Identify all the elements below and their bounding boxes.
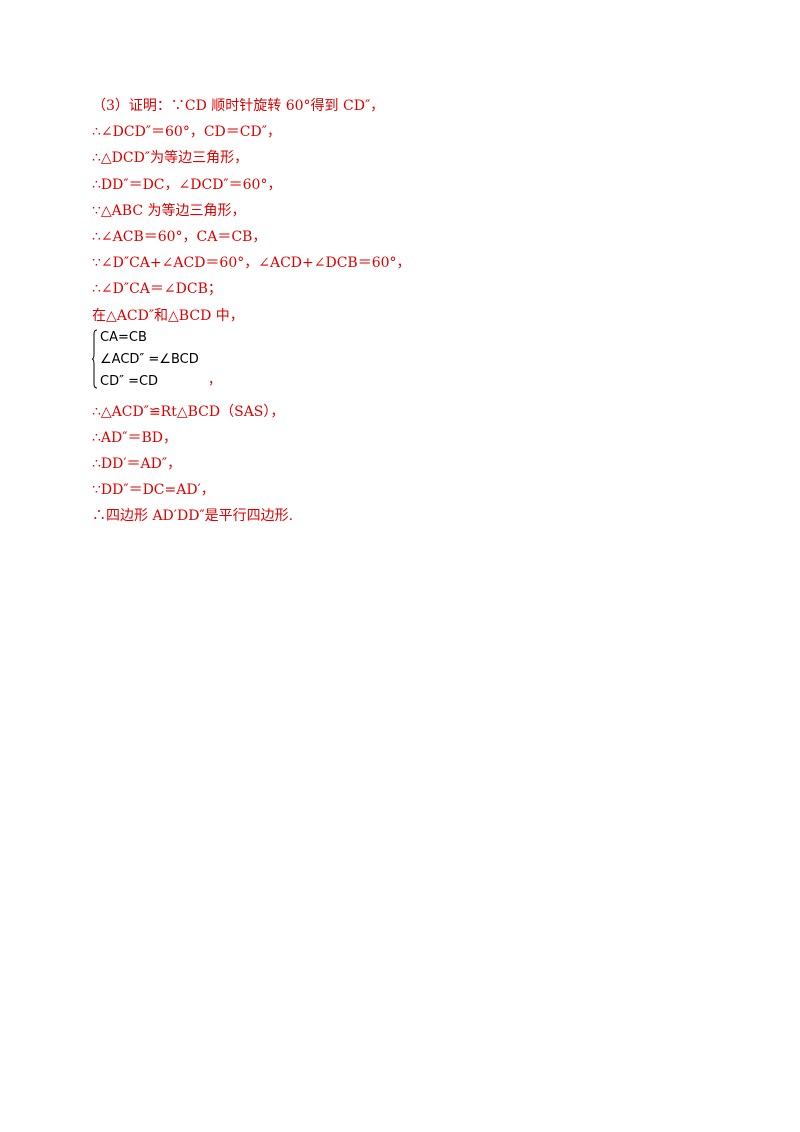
proof-line: 在△ACD″和△BCD 中， xyxy=(92,307,244,324)
proof-line: （3）证明：∵CD 顺时针旋转 60°得到 CD″， xyxy=(92,98,385,114)
proof-line: ∴DD″＝DC，∠DCD″＝60°， xyxy=(92,176,282,193)
system-line: ∠ACD″ =∠BCD xyxy=(100,351,199,367)
proof-line: ∵DD″＝DC=AD′， xyxy=(92,482,215,499)
proof-line: ∴△ACD″≌Rt△BCD（SAS）， xyxy=(92,403,285,420)
proof-line: ∴∠DCD″＝60°，CD＝CD″， xyxy=(92,124,281,141)
proof-line: ∵∠D″CA+∠ACD＝60°，∠ACD+∠DCB＝60°， xyxy=(92,255,411,272)
equation-system: CA=CB ∠ACD″ =∠BCD CD″ =CD ， xyxy=(92,327,411,395)
system-lines: CA=CB ∠ACD″ =∠BCD CD″ =CD xyxy=(100,327,199,393)
proof-line: ∴四边形 AD′DD″是平行四边形. xyxy=(92,508,294,525)
proof-line: ∴∠ACB＝60°，CA＝CB， xyxy=(92,228,267,245)
proof-line: ∴AD″＝BD， xyxy=(92,429,177,446)
proof-line: ∴△DCD″为等边三角形， xyxy=(92,150,249,167)
proof-text: （3）证明：∵CD 顺时针旋转 60°得到 CD″， ∴∠DCD″＝60°，CD… xyxy=(92,93,411,530)
left-brace-icon xyxy=(92,329,98,389)
system-line: CD″ =CD xyxy=(100,373,159,389)
system-tail: ， xyxy=(208,372,222,388)
proof-line: ∴∠D″CA＝∠DCB； xyxy=(92,281,222,298)
system-line: CA=CB xyxy=(100,329,147,345)
proof-line: ∴DD′＝AD″， xyxy=(92,456,182,473)
proof-line: ∵△ABC 为等边三角形， xyxy=(92,202,246,219)
